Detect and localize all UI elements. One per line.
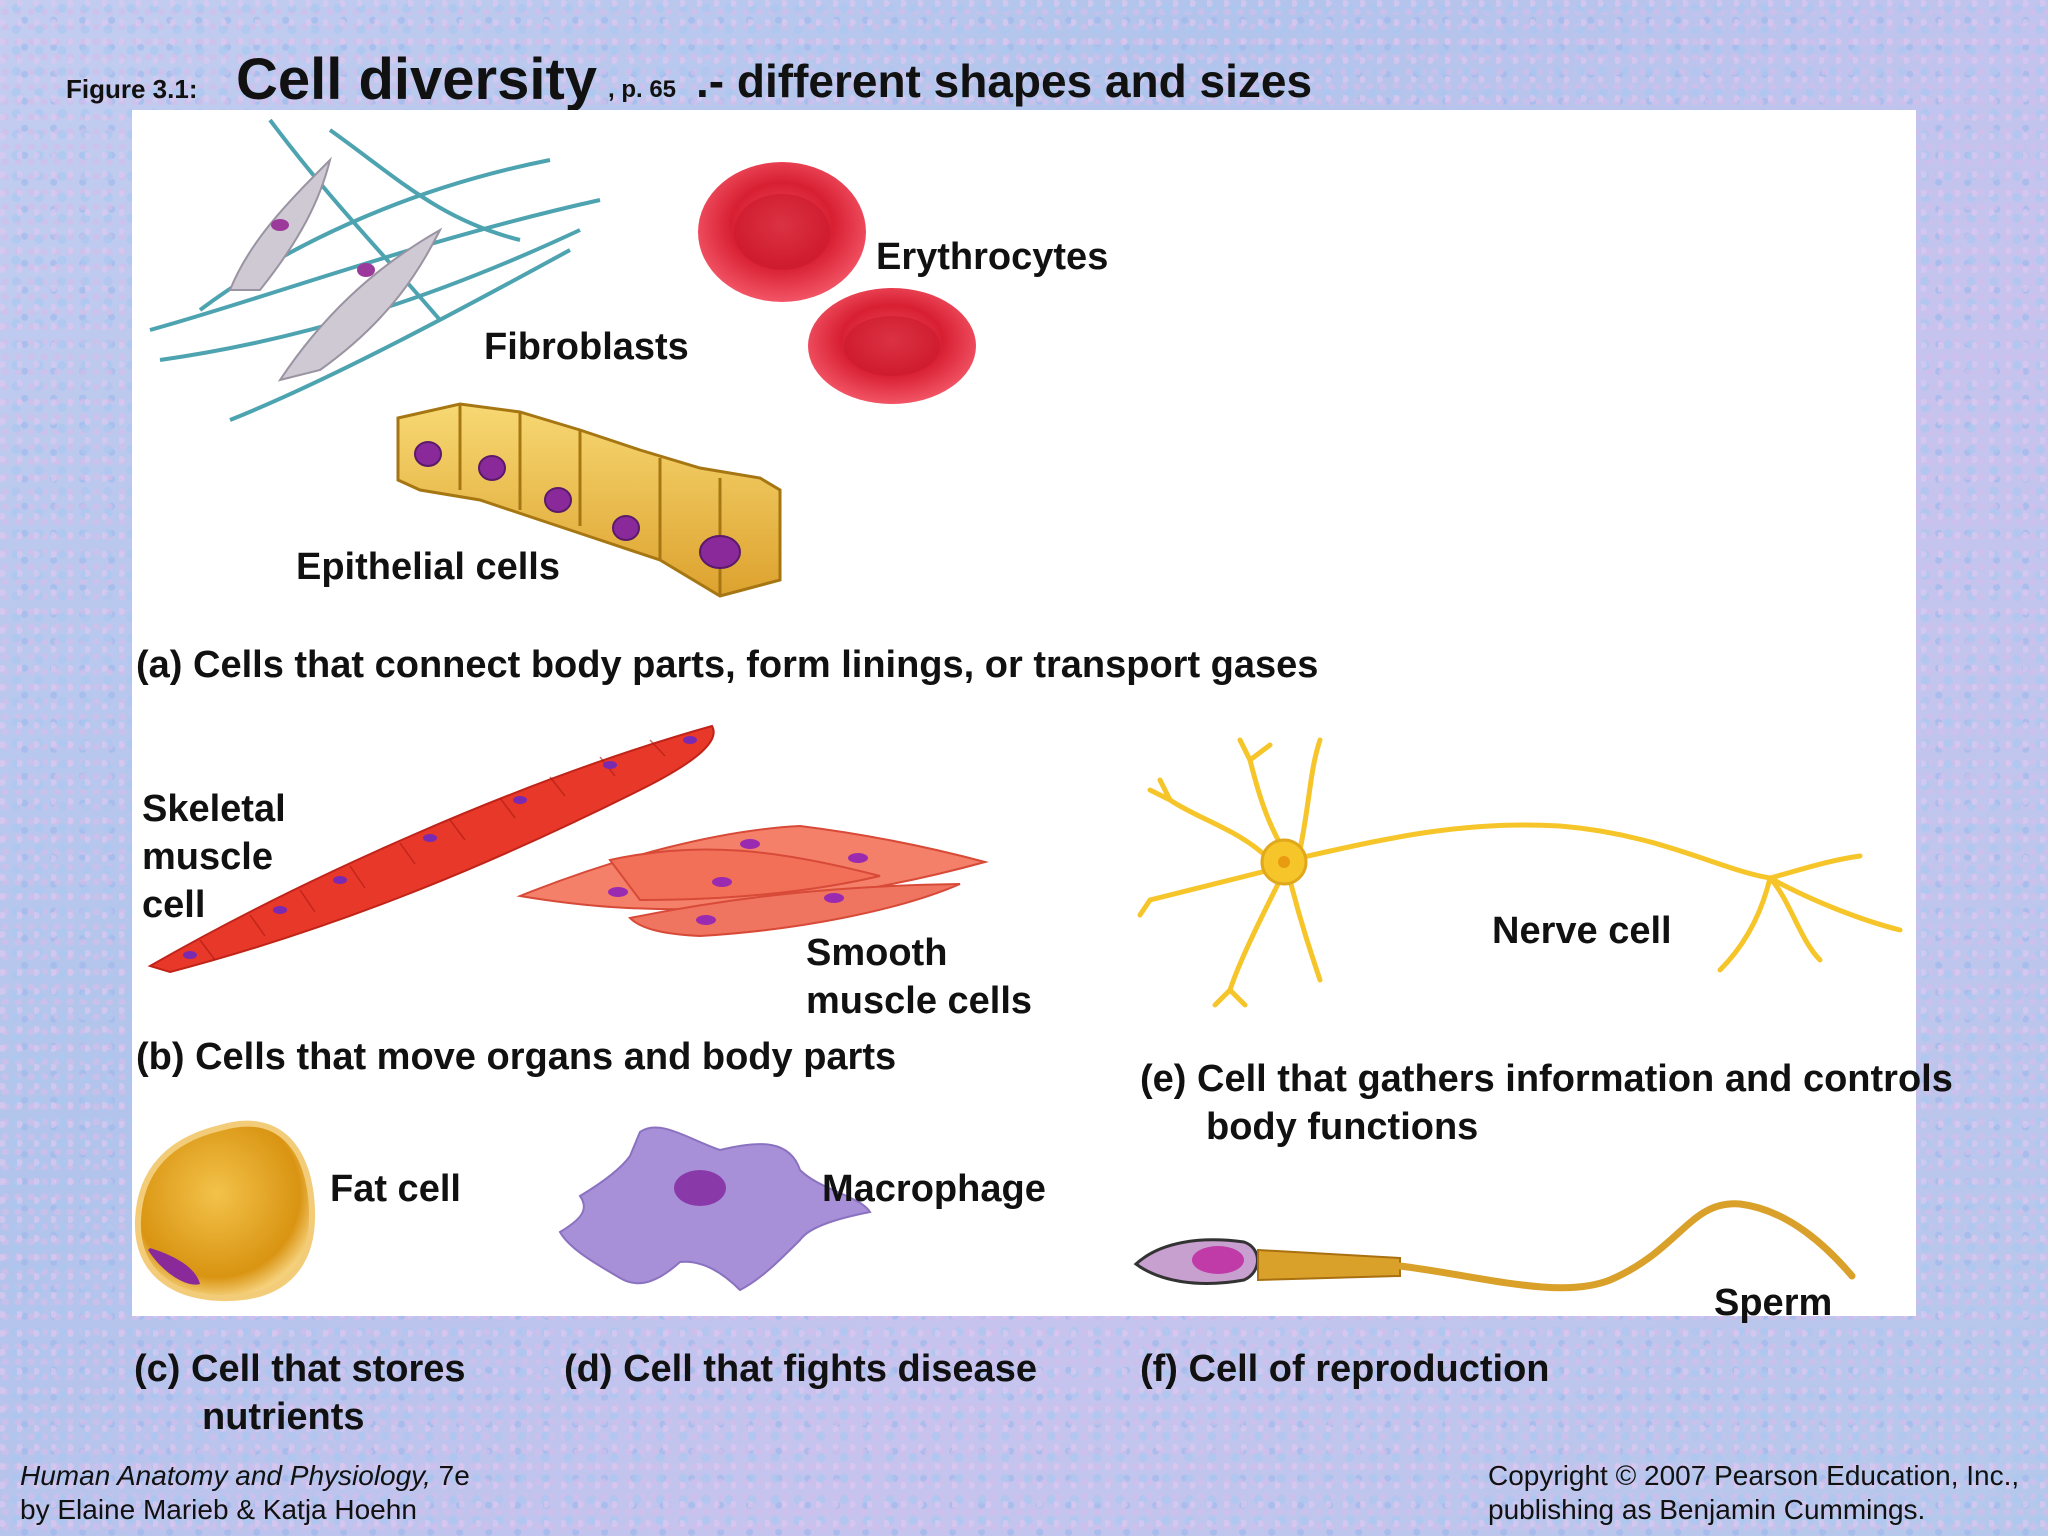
label-skeletal-line2: muscle: [142, 836, 273, 878]
label-fibroblasts: Fibroblasts: [484, 326, 689, 368]
label-sperm: Sperm: [1714, 1282, 1833, 1324]
fat-cell-illustration: [134, 1120, 316, 1302]
footer-copyright-line2: publishing as Benjamin Cummings.: [1488, 1494, 1926, 1525]
caption-b: (b) Cells that move organs and body part…: [136, 1036, 897, 1078]
label-smooth-line2: muscle cells: [806, 980, 1033, 1022]
caption-c-line1: (c) Cell that stores: [134, 1348, 466, 1390]
label-skeletal-line3: cell: [142, 884, 206, 926]
caption-f: (f) Cell of reproduction: [1140, 1348, 1550, 1390]
footer-authors: by Elaine Marieb & Katja Hoehn: [20, 1494, 417, 1525]
label-fat-cell: Fat cell: [330, 1168, 461, 1210]
label-epithelial-cells: Epithelial cells: [296, 546, 560, 588]
footer-edition: 7e: [430, 1460, 470, 1491]
footer-book-title: Human Anatomy and Physiology,: [20, 1460, 431, 1491]
label-smooth-line1: Smooth: [806, 932, 948, 974]
macrophage-illustration: [558, 1126, 872, 1292]
skeletal-muscle-illustration: [147, 724, 715, 974]
label-macrophage: Macrophage: [822, 1168, 1046, 1210]
label-erythrocytes: Erythrocytes: [876, 236, 1109, 278]
figure-panel: [132, 110, 1916, 1316]
label-skeletal-line1: Skeletal: [142, 788, 286, 830]
nerve-cell-illustration: [1137, 737, 1903, 1008]
smooth-muscle-illustration: [516, 824, 989, 938]
title-page-ref: , p. 65: [608, 76, 677, 103]
footer-copyright-line1: Copyright © 2007 Pearson Education, Inc.…: [1488, 1460, 2020, 1491]
label-nerve-cell: Nerve cell: [1492, 910, 1672, 952]
caption-d: (d) Cell that fights disease: [564, 1348, 1037, 1390]
caption-e-line1: (e) Cell that gathers information and co…: [1140, 1058, 1953, 1100]
title-subtitle: .- different shapes and sizes: [696, 55, 1313, 107]
caption-c-line2: nutrients: [202, 1396, 365, 1438]
caption-e-line2: body functions: [1206, 1106, 1479, 1148]
erythrocytes-illustration: [698, 162, 976, 404]
page-title: Cell diversity: [236, 47, 598, 112]
caption-a: (a) Cells that connect body parts, form …: [136, 644, 1319, 686]
figure-number: Figure 3.1:: [66, 74, 198, 104]
epithelial-illustration: [396, 402, 782, 598]
footer-book: Human Anatomy and Physiology, 7e: [20, 1460, 470, 1492]
fibroblasts-illustration: [149, 118, 601, 422]
sperm-illustration: [1133, 1200, 1856, 1292]
